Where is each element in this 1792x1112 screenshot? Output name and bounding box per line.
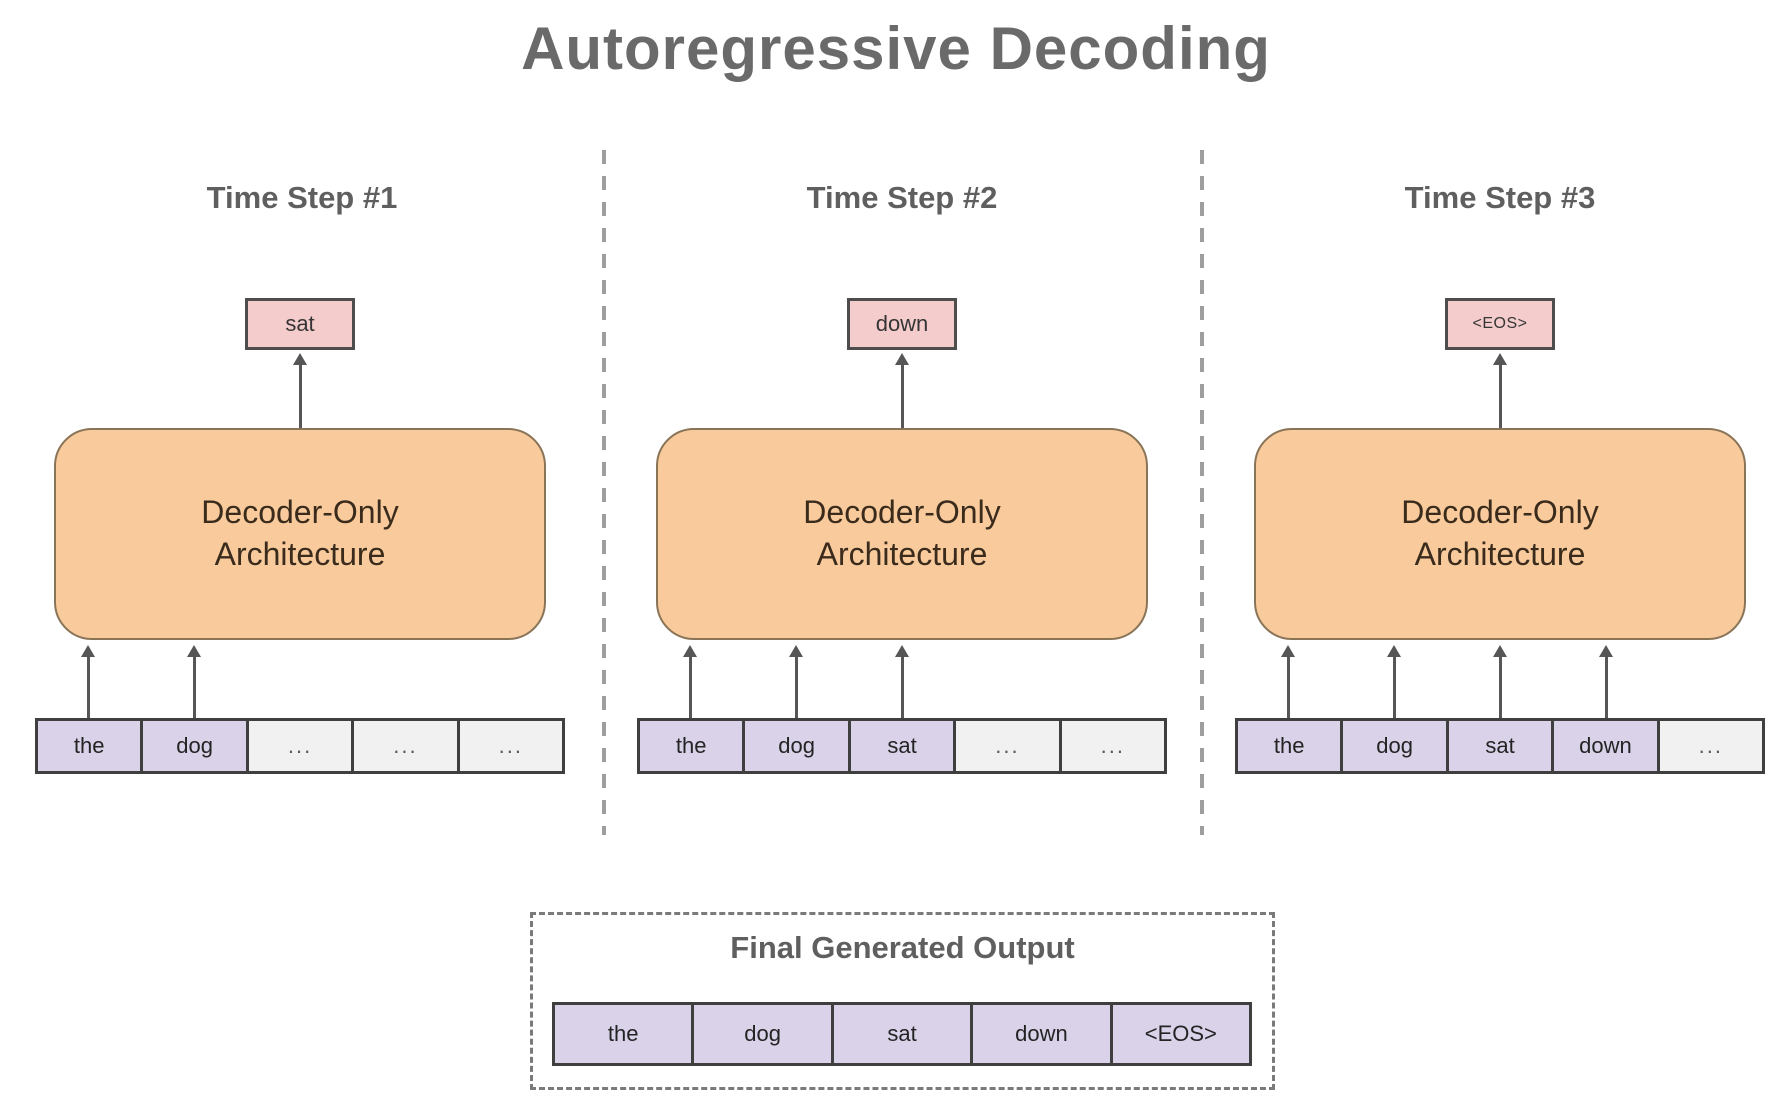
arrowhead xyxy=(1281,645,1295,657)
step-divider-2 xyxy=(1200,150,1204,835)
step-2-heading: Time Step #2 xyxy=(806,180,998,215)
arrowhead xyxy=(1599,645,1613,657)
token-cell: sat xyxy=(833,1005,974,1063)
token-cell: ... xyxy=(956,721,1062,771)
arrowhead xyxy=(293,353,307,365)
up-arrow-icon xyxy=(293,353,307,428)
token-cell: dog xyxy=(1343,721,1449,771)
step-3-decoder-box: Decoder-Only Architecture xyxy=(1254,428,1746,640)
final-output-token-row: the dog sat down <EOS> xyxy=(552,1002,1252,1066)
token-cell: ... xyxy=(1061,721,1165,771)
token-cell: sat xyxy=(1448,721,1555,771)
arrow-shaft xyxy=(1286,657,1290,718)
step-1-input-token-row: the dog ... ... ... xyxy=(35,718,565,774)
token-cell: the xyxy=(555,1005,695,1063)
step-2-output-token: down xyxy=(847,298,957,350)
diagram-title: Autoregressive Decoding xyxy=(521,15,1271,82)
arrowhead xyxy=(1387,645,1401,657)
token-cell: sat xyxy=(850,721,957,771)
up-arrow-icon xyxy=(1599,645,1613,718)
step-1-output-token: sat xyxy=(245,298,355,350)
arrow-shaft xyxy=(688,657,692,718)
step-2-input-token-row: the dog sat ... ... xyxy=(637,718,1167,774)
arrowhead xyxy=(789,645,803,657)
arrow-shaft xyxy=(1392,657,1396,718)
step-3-heading: Time Step #3 xyxy=(1404,180,1596,215)
up-arrow-icon xyxy=(187,645,201,718)
arrow-shaft xyxy=(794,657,798,718)
up-arrow-icon xyxy=(1493,645,1507,718)
token-cell: down xyxy=(973,1005,1113,1063)
arrow-shaft xyxy=(1498,365,1502,428)
token-cell: down xyxy=(1554,721,1660,771)
arrow-shaft xyxy=(1498,657,1502,718)
arrowhead xyxy=(187,645,201,657)
up-arrow-icon xyxy=(1281,645,1295,718)
step-3-input-token-row: the dog sat down ... xyxy=(1235,718,1765,774)
arrowhead xyxy=(1493,645,1507,657)
arrowhead xyxy=(895,353,909,365)
arrow-shaft xyxy=(1604,657,1608,718)
up-arrow-icon xyxy=(895,645,909,718)
up-arrow-icon xyxy=(81,645,95,718)
up-arrow-icon xyxy=(789,645,803,718)
up-arrow-icon xyxy=(1493,353,1507,428)
up-arrow-icon xyxy=(1387,645,1401,718)
token-cell: ... xyxy=(248,721,355,771)
arrowhead xyxy=(895,645,909,657)
up-arrow-icon xyxy=(895,353,909,428)
arrow-shaft xyxy=(192,657,196,718)
arrow-shaft xyxy=(298,365,302,428)
token-cell: the xyxy=(1238,721,1344,771)
step-1-decoder-box: Decoder-Only Architecture xyxy=(54,428,546,640)
token-cell: dog xyxy=(745,721,851,771)
token-cell: ... xyxy=(459,721,563,771)
step-3-output-token: <EOS> xyxy=(1445,298,1555,350)
arrowhead xyxy=(81,645,95,657)
final-output-heading: Final Generated Output xyxy=(730,930,1075,965)
arrow-shaft xyxy=(900,365,904,428)
arrowhead xyxy=(683,645,697,657)
step-2-decoder-box: Decoder-Only Architecture xyxy=(656,428,1148,640)
token-cell: ... xyxy=(354,721,460,771)
up-arrow-icon xyxy=(683,645,697,718)
token-cell: <EOS> xyxy=(1112,1005,1250,1063)
step-1-heading: Time Step #1 xyxy=(206,180,398,215)
token-cell: dog xyxy=(694,1005,834,1063)
arrow-shaft xyxy=(900,657,904,718)
arrow-shaft xyxy=(86,657,90,718)
token-cell: dog xyxy=(143,721,249,771)
token-cell: ... xyxy=(1659,721,1763,771)
step-divider-1 xyxy=(602,150,606,835)
arrowhead xyxy=(1493,353,1507,365)
token-cell: the xyxy=(38,721,144,771)
token-cell: the xyxy=(640,721,746,771)
